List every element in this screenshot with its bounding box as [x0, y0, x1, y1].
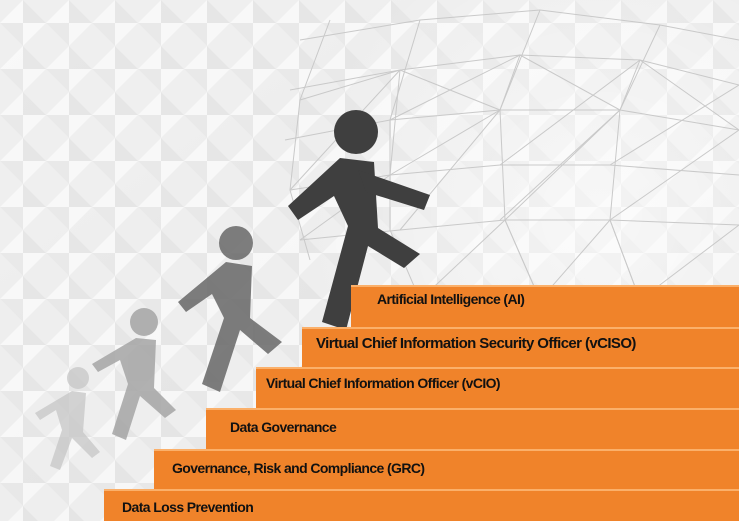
- step-label-ai: Artificial Intelligence (AI): [377, 291, 525, 307]
- step-label-data-governance: Data Governance: [230, 419, 337, 435]
- running-person-icon: [35, 367, 100, 470]
- step-label-vcio: Virtual Chief Information Officer (vCIO): [266, 375, 501, 391]
- step-label-dlp: Data Loss Prevention: [122, 499, 254, 515]
- walking-person-icon: [178, 226, 282, 392]
- step-1: Data Loss Prevention: [104, 489, 739, 521]
- walking-person-icon: [288, 110, 430, 330]
- running-person-icon: [92, 308, 176, 440]
- step-label-vciso: Virtual Chief Information Security Offic…: [316, 335, 636, 352]
- step-label-grc: Governance, Risk and Compliance (GRC): [172, 460, 425, 476]
